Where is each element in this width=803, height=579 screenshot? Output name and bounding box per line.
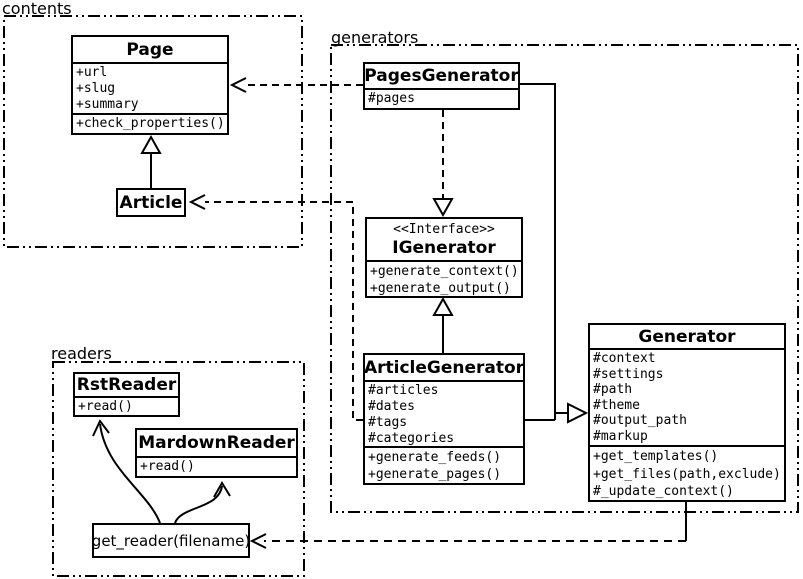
attribute: +slug (76, 81, 116, 96)
class-page: Page +url +slug +summary +check_properti… (71, 35, 229, 135)
method: +generate_context() (370, 264, 519, 279)
attribute: #tags (368, 415, 408, 430)
attribute: #settings (593, 366, 664, 382)
articlegenerator-to-igenerator-triangle-arrowhead (432, 296, 454, 316)
getreader-to-rstreader-arrowhead (92, 419, 110, 437)
getreader-to-markdownreader-curve (174, 485, 223, 524)
class-rstreader-name: RstReader (76, 375, 177, 395)
pagesgenerator-to-igenerator-triangle-arrowhead (432, 198, 454, 218)
class-article: Article (116, 188, 186, 217)
class-generator: Generator #context #settings #path #them… (588, 323, 786, 502)
generators-to-generator-triangle-arrowhead (567, 402, 589, 424)
generators-to-generator-lines (520, 83, 568, 421)
class-generator-name: Generator (638, 326, 736, 347)
class-page-methods: +check_properties() (73, 113, 227, 133)
article-to-page-triangle-arrowhead (140, 134, 162, 154)
attribute: #categories (368, 431, 455, 446)
getreader-to-markdownreader-arrowhead (213, 481, 231, 498)
attribute: #output_path (593, 413, 687, 429)
class-articlegenerator-methods: +generate_feeds() +generate_pages() (365, 446, 523, 483)
method: +read() (140, 459, 195, 474)
interface-igenerator: <<Interface>> IGenerator +generate_conte… (365, 217, 523, 298)
generators-package-border (330, 44, 799, 513)
class-articlegenerator-attributes: #articles #dates #tags #categories (365, 380, 523, 446)
method: +read() (78, 399, 133, 414)
method: +generate_output() (370, 281, 511, 296)
class-rstreader: RstReader +read() (73, 372, 180, 417)
attribute: #path (593, 382, 633, 398)
get-reader-function-label: get_reader(filename) (91, 531, 251, 550)
method: +get_files(path,exclude) (593, 466, 781, 482)
interface-stereotype: <<Interface>> (393, 222, 495, 237)
class-markdownreader-name: MardownReader (138, 433, 295, 453)
class-pagesgenerator-attributes: #pages (365, 88, 518, 108)
method: +get_templates() (593, 449, 719, 464)
attribute: #pages (368, 91, 415, 106)
readers-package-border (52, 361, 305, 577)
class-markdownreader-methods: +read() (137, 456, 296, 476)
getreader-to-rstreader-curve (99, 423, 161, 524)
attribute: #context (593, 351, 656, 366)
method: +generate_feeds() (368, 450, 502, 465)
class-generator-attributes: #context #settings #path #theme #output_… (590, 348, 784, 445)
pagesgenerator-to-page-open-arrowhead (229, 77, 247, 93)
method: +generate_pages() (368, 467, 502, 482)
interface-igenerator-header: <<Interface>> IGenerator (367, 219, 521, 260)
articlegenerator-to-article-open-arrowhead (188, 194, 206, 210)
class-articlegenerator-name: ArticleGenerator (365, 357, 523, 378)
class-pagesgenerator: PagesGenerator #pages (363, 62, 520, 110)
method: #_update_context() (593, 484, 734, 499)
generator-to-getreader-open-arrowhead (249, 533, 267, 549)
class-article-name: Article (119, 192, 183, 213)
class-generator-methods: +get_templates() +get_files(path,exclude… (590, 445, 784, 500)
contents-package-label: contents (2, 0, 72, 18)
generators-package-label: generators (331, 28, 419, 47)
attribute: #theme (593, 397, 640, 413)
attribute: #markup (593, 428, 648, 444)
attribute: +url (76, 65, 108, 80)
class-articlegenerator: ArticleGenerator #articles #dates #tags … (363, 353, 525, 485)
class-rstreader-methods: +read() (75, 396, 178, 415)
get-reader-function-box: get_reader(filename) (92, 523, 250, 558)
readers-package-label: readers (51, 344, 112, 363)
interface-igenerator-name: IGenerator (392, 238, 496, 258)
attribute: +summary (76, 97, 139, 112)
articlegenerator-to-article-dashed-line (205, 201, 363, 421)
interface-igenerator-methods: +generate_context() +generate_output() (367, 260, 521, 298)
attribute: #articles (368, 383, 439, 398)
class-page-name: Page (126, 39, 174, 60)
method: +check_properties() (76, 116, 225, 131)
class-page-attributes: +url +slug +summary (73, 62, 227, 113)
contents-package-border (3, 15, 303, 248)
class-markdownreader: MardownReader +read() (135, 428, 298, 478)
attribute: #dates (368, 399, 415, 414)
class-pagesgenerator-name: PagesGenerator (365, 66, 518, 86)
